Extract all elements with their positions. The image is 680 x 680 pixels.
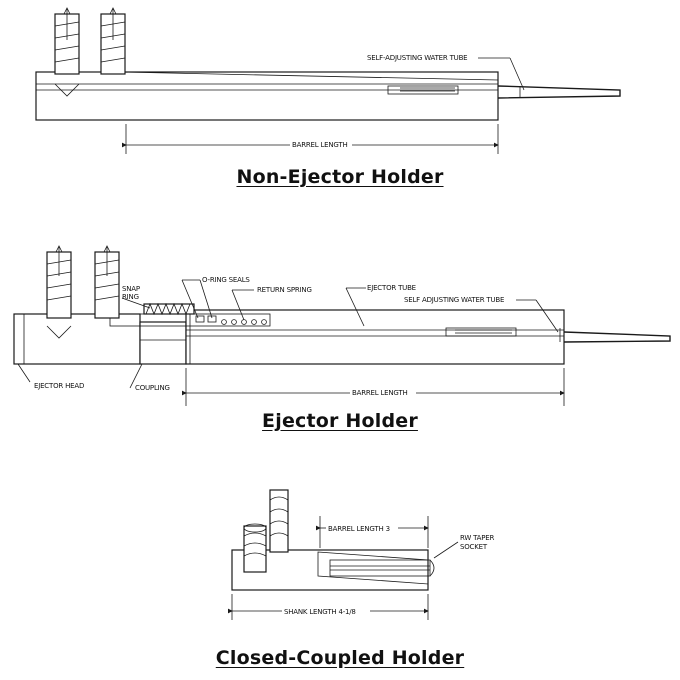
closed-coupled-holder-drawing xyxy=(228,489,459,620)
label-snap-ring-line1: SNAP xyxy=(122,285,140,293)
label-o-ring-seals: O-RING SEALS xyxy=(202,276,250,284)
title-closed-coupled-holder: Closed-Coupled Holder xyxy=(215,647,465,669)
title-ejector-holder: Ejector Holder xyxy=(262,410,418,432)
label-rw-taper-line2: SOCKET xyxy=(460,543,488,551)
label-self-adjusting-water-tube-2: SELF ADJUSTING WATER TUBE xyxy=(404,296,504,304)
label-shank-length: SHANK LENGTH 4-1/8 xyxy=(284,608,356,616)
label-barrel-length-2: BARREL LENGTH xyxy=(352,389,408,397)
label-return-spring: RETURN SPRING xyxy=(257,286,312,294)
label-rw-taper-line1: RW TAPER xyxy=(460,534,494,542)
label-ejector-tube: EJECTOR TUBE xyxy=(367,284,416,292)
hose-fitting-2 xyxy=(100,7,126,75)
label-self-adjusting-water-tube-1: SELF-ADJUSTING WATER TUBE xyxy=(367,54,467,62)
hose-fitting-5 xyxy=(269,489,289,553)
label-snap-ring-line2: RING xyxy=(122,293,139,301)
hose-fitting-3 xyxy=(46,245,72,319)
label-barrel-length-3: BARREL LENGTH 3 xyxy=(328,525,390,533)
non-ejector-holder-drawing xyxy=(35,7,621,154)
hose-fitting-1 xyxy=(54,7,80,75)
label-barrel-length-1: BARREL LENGTH xyxy=(292,141,348,149)
title-non-ejector-holder: Non-Ejector Holder xyxy=(236,166,444,188)
label-coupling: COUPLING xyxy=(135,384,170,392)
label-ejector-head: EJECTOR HEAD xyxy=(34,382,84,390)
hose-fitting-4 xyxy=(94,245,120,319)
hose-fitting-6 xyxy=(243,523,267,573)
ejector-holder-drawing xyxy=(13,245,671,406)
